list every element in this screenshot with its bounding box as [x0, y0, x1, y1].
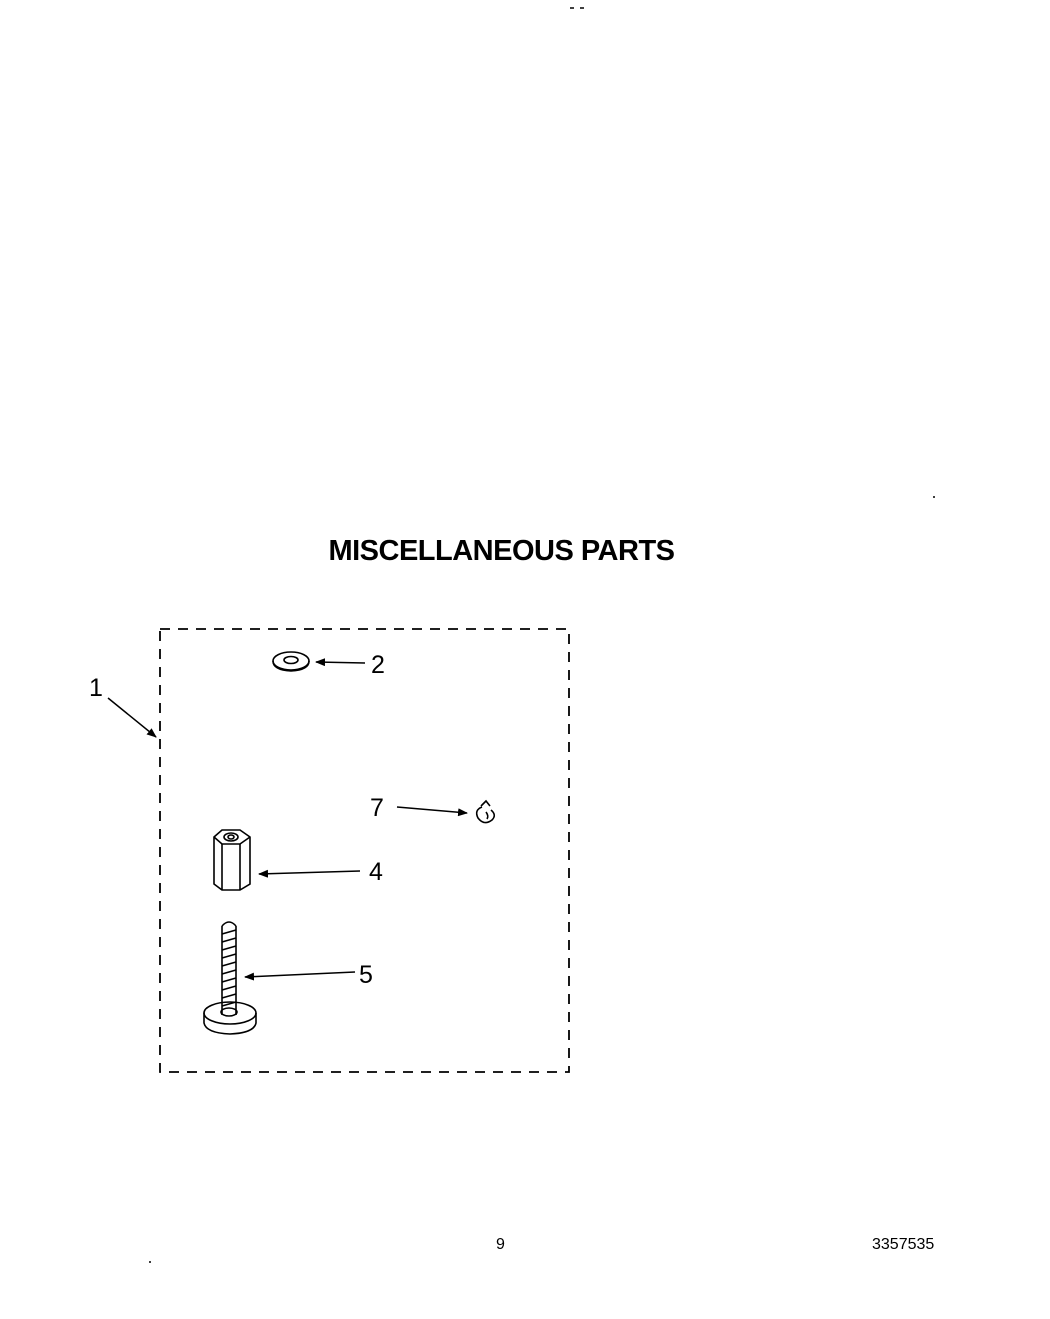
- clip-part: [475, 799, 496, 824]
- scan-marks: [149, 7, 935, 1263]
- bolt-part: [203, 921, 257, 1035]
- callout-5: 5: [359, 961, 373, 989]
- leader-line-4: [258, 869, 361, 878]
- leader-line-1: [107, 697, 157, 738]
- leader-line-7: [396, 806, 468, 817]
- page-title: MISCELLANEOUS PARTS: [328, 535, 675, 567]
- hex-nut-part: [213, 829, 251, 891]
- leader-line-2: [315, 658, 366, 667]
- document-number: 3357535: [872, 1236, 935, 1253]
- leader-line-5: [244, 971, 356, 981]
- callout-1: 1: [89, 674, 103, 702]
- kit-boundary: [159, 628, 570, 1073]
- callout-4: 4: [369, 858, 383, 886]
- page-number: 9: [496, 1236, 505, 1253]
- washer-part: [272, 651, 310, 672]
- callout-7: 7: [370, 794, 384, 822]
- callout-2: 2: [371, 651, 385, 679]
